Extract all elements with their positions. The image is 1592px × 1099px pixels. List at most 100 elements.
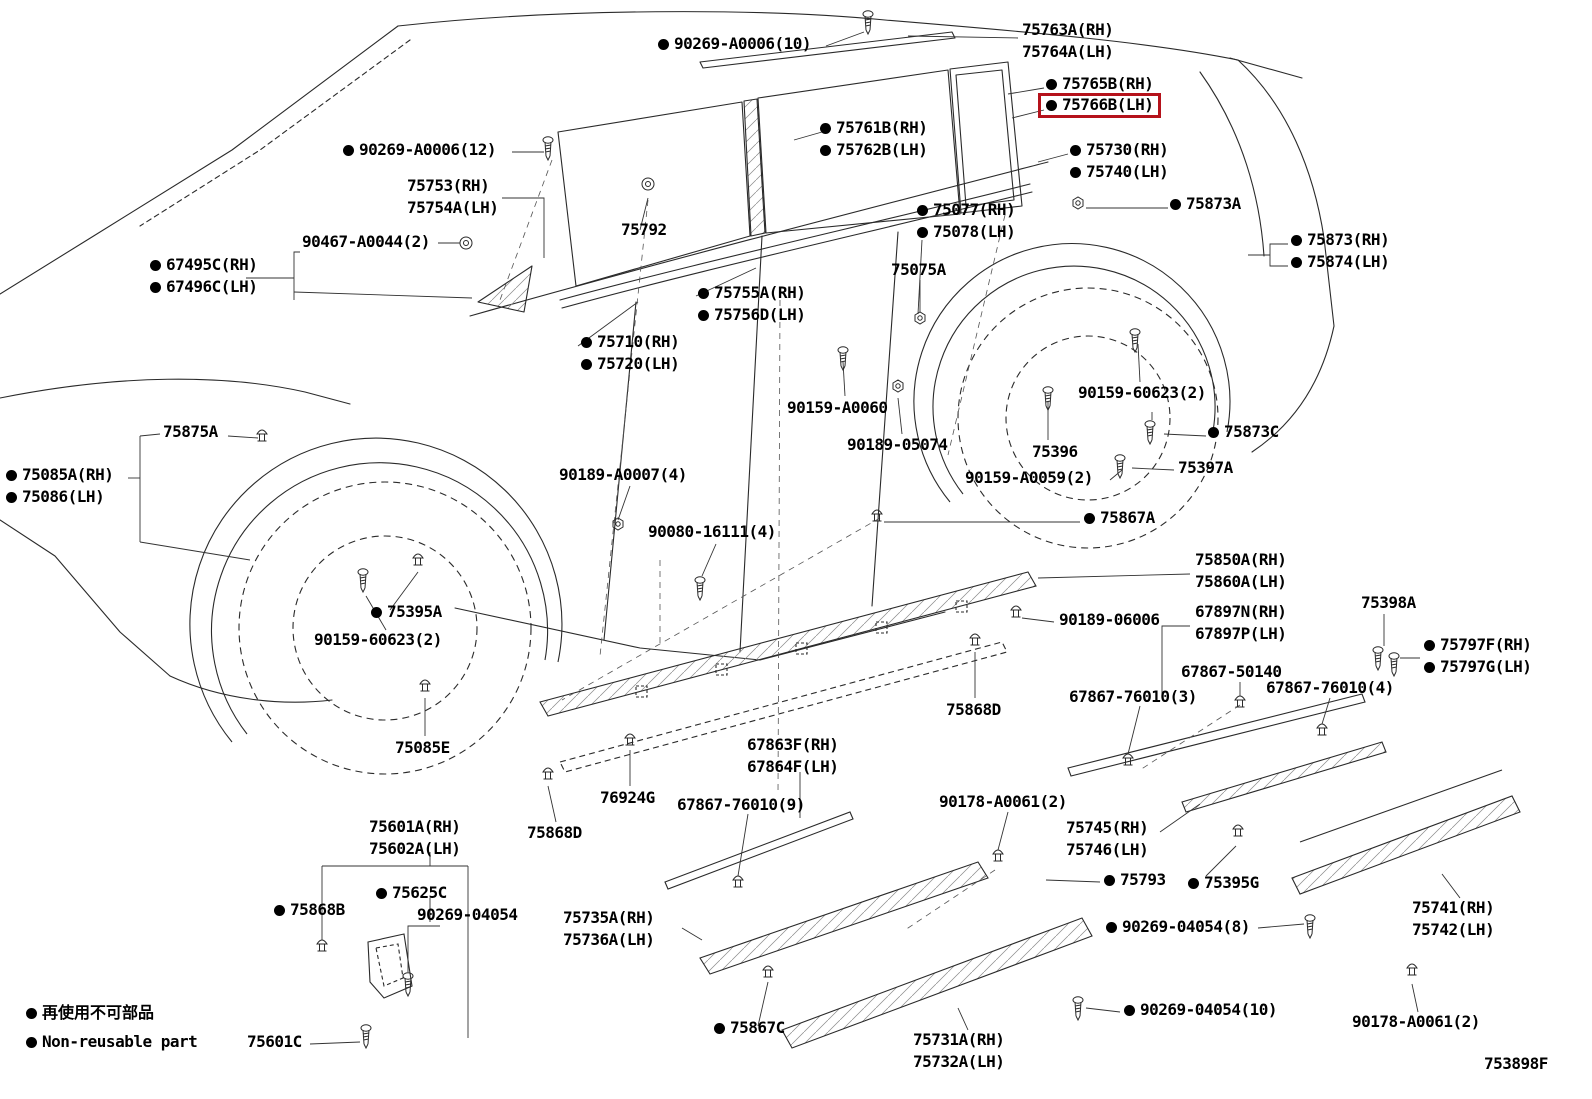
non-reusable-dot-icon: [658, 38, 669, 50]
part-label[interactable]: 75761B(RH): [820, 119, 928, 137]
part-label[interactable]: 75395A: [371, 603, 442, 621]
part-label[interactable]: 75797G(LH): [1424, 658, 1532, 676]
part-label[interactable]: 75754A(LH): [407, 199, 499, 217]
part-label[interactable]: 75735A(RH): [563, 909, 655, 927]
part-label[interactable]: 75875A: [163, 422, 218, 441]
part-number-text: 75601C: [247, 1032, 302, 1051]
part-label[interactable]: 90269-A0006(10): [658, 35, 812, 53]
mud-guard: [367, 933, 413, 999]
part-label[interactable]: 75755A(RH): [698, 284, 806, 302]
part-label[interactable]: 75397A: [1178, 459, 1233, 477]
part-label[interactable]: 90159-A0060: [787, 399, 888, 417]
part-label[interactable]: 75720(LH): [581, 355, 680, 373]
non-reusable-dot-icon: [1291, 256, 1302, 268]
part-number-text: 75875A: [163, 422, 218, 441]
non-reusable-dot-icon: [581, 358, 592, 370]
part-label[interactable]: 67864F(LH): [747, 758, 839, 776]
part-label[interactable]: 75867A: [1084, 509, 1155, 527]
part-label[interactable]: 75764A(LH): [1022, 43, 1114, 61]
vehicle-outline: [0, 11, 1335, 703]
part-label[interactable]: 90159-60623(2): [314, 631, 442, 649]
part-label[interactable]: 75753(RH): [407, 177, 490, 195]
part-label[interactable]: 67867-50140: [1181, 663, 1282, 681]
part-label[interactable]: 75396: [1032, 443, 1078, 461]
part-label[interactable]: 75077(RH): [917, 201, 1016, 219]
part-label[interactable]: 75075A: [891, 261, 946, 279]
part-label[interactable]: 90269-A0006(12): [343, 141, 497, 159]
part-number-text: 90467-A0044(2): [302, 232, 430, 251]
part-label[interactable]: 75745(RH): [1066, 819, 1149, 837]
part-label[interactable]: 75868B: [274, 901, 345, 919]
part-label[interactable]: 90467-A0044(2): [302, 232, 430, 251]
part-label[interactable]: 75765B(RH): [1046, 75, 1154, 93]
part-label[interactable]: 75710(RH): [581, 333, 680, 351]
part-number-text: 90189-06006: [1059, 610, 1160, 629]
part-label[interactable]: 67867-76010(3): [1069, 688, 1197, 706]
part-label[interactable]: 90189-05074: [847, 436, 948, 454]
part-label[interactable]: 76924G: [600, 789, 655, 807]
part-label[interactable]: 67867-76010(4): [1266, 679, 1394, 697]
part-label[interactable]: 75868D: [527, 824, 582, 842]
part-label[interactable]: 90269-04054(10): [1124, 1001, 1278, 1019]
part-number-text: 75085A(RH): [22, 465, 114, 484]
part-label[interactable]: 75086(LH): [6, 488, 105, 506]
part-label[interactable]: 75395G: [1188, 874, 1259, 892]
part-label[interactable]: 75868D: [946, 701, 1001, 719]
legend-non-reusable-en: Non-reusable part: [26, 1033, 198, 1051]
part-label-75766B-selected[interactable]: 75766B(LH): [1038, 93, 1162, 118]
part-label[interactable]: 67897N(RH): [1195, 603, 1287, 621]
part-label[interactable]: 75625C: [376, 884, 447, 902]
non-reusable-dot-icon: [6, 491, 17, 503]
part-label[interactable]: 75078(LH): [917, 223, 1016, 241]
part-label[interactable]: 75867C: [714, 1019, 785, 1037]
part-label[interactable]: 75792: [621, 221, 667, 239]
part-label[interactable]: 67863F(RH): [747, 736, 839, 754]
non-reusable-dot-icon: [1424, 639, 1435, 651]
part-label[interactable]: 75793: [1104, 871, 1166, 889]
part-label[interactable]: 75601C: [247, 1032, 302, 1051]
part-label[interactable]: 67867-76010(9): [677, 796, 805, 814]
part-label[interactable]: 75730(RH): [1070, 141, 1169, 159]
part-label[interactable]: 75763A(RH): [1022, 21, 1114, 39]
part-label[interactable]: 75873C: [1208, 423, 1279, 441]
part-label[interactable]: 90189-06006: [1059, 610, 1160, 629]
wheel-arch-mouldings: [189, 243, 1231, 775]
part-number-text: 75850A(RH): [1195, 550, 1287, 569]
part-label[interactable]: 67495C(RH): [150, 256, 258, 274]
part-label[interactable]: 75873(RH): [1291, 231, 1390, 249]
part-label[interactable]: 75602A(LH): [369, 840, 461, 858]
part-label[interactable]: 75085E: [395, 739, 450, 757]
part-label[interactable]: 90189-A0007(4): [559, 466, 687, 484]
part-label[interactable]: 90178-A0061(2): [1352, 1012, 1480, 1031]
part-label[interactable]: 75736A(LH): [563, 931, 655, 949]
part-label[interactable]: 90080-16111(4): [648, 523, 776, 541]
part-label[interactable]: 90269-04054: [417, 906, 518, 924]
part-number-text: 90178-A0061(2): [1352, 1012, 1480, 1031]
part-label[interactable]: 75746(LH): [1066, 841, 1149, 859]
part-label[interactable]: 75860A(LH): [1195, 573, 1287, 591]
part-label[interactable]: 90159-60623(2): [1078, 383, 1206, 402]
part-number-text: 75742(LH): [1412, 920, 1495, 939]
part-label[interactable]: 75740(LH): [1070, 163, 1169, 181]
part-label[interactable]: 75742(LH): [1412, 920, 1495, 939]
part-label[interactable]: 75741(RH): [1412, 899, 1495, 917]
part-label[interactable]: 75731A(RH): [913, 1031, 1005, 1049]
part-label[interactable]: 75762B(LH): [820, 141, 928, 159]
non-reusable-dot-icon: [1104, 874, 1115, 886]
part-label[interactable]: 75085A(RH): [6, 465, 114, 484]
part-label[interactable]: 67496C(LH): [150, 278, 258, 296]
part-label[interactable]: 90269-04054(8): [1106, 918, 1250, 936]
part-label[interactable]: 67897P(LH): [1195, 625, 1287, 643]
part-label[interactable]: 75732A(LH): [913, 1053, 1005, 1071]
part-label[interactable]: 75756D(LH): [698, 306, 806, 324]
part-label[interactable]: 75850A(RH): [1195, 550, 1287, 569]
part-label[interactable]: 75601A(RH): [369, 818, 461, 836]
part-label[interactable]: 75398A: [1361, 594, 1416, 612]
part-label[interactable]: 75797F(RH): [1424, 636, 1532, 654]
part-label[interactable]: 75873A: [1170, 195, 1241, 213]
part-number-text: 90159-60623(2): [1078, 383, 1206, 402]
part-label[interactable]: 75874(LH): [1291, 253, 1390, 271]
part-label[interactable]: 90178-A0061(2): [939, 793, 1067, 811]
part-label[interactable]: 90159-A0059(2): [965, 469, 1093, 487]
